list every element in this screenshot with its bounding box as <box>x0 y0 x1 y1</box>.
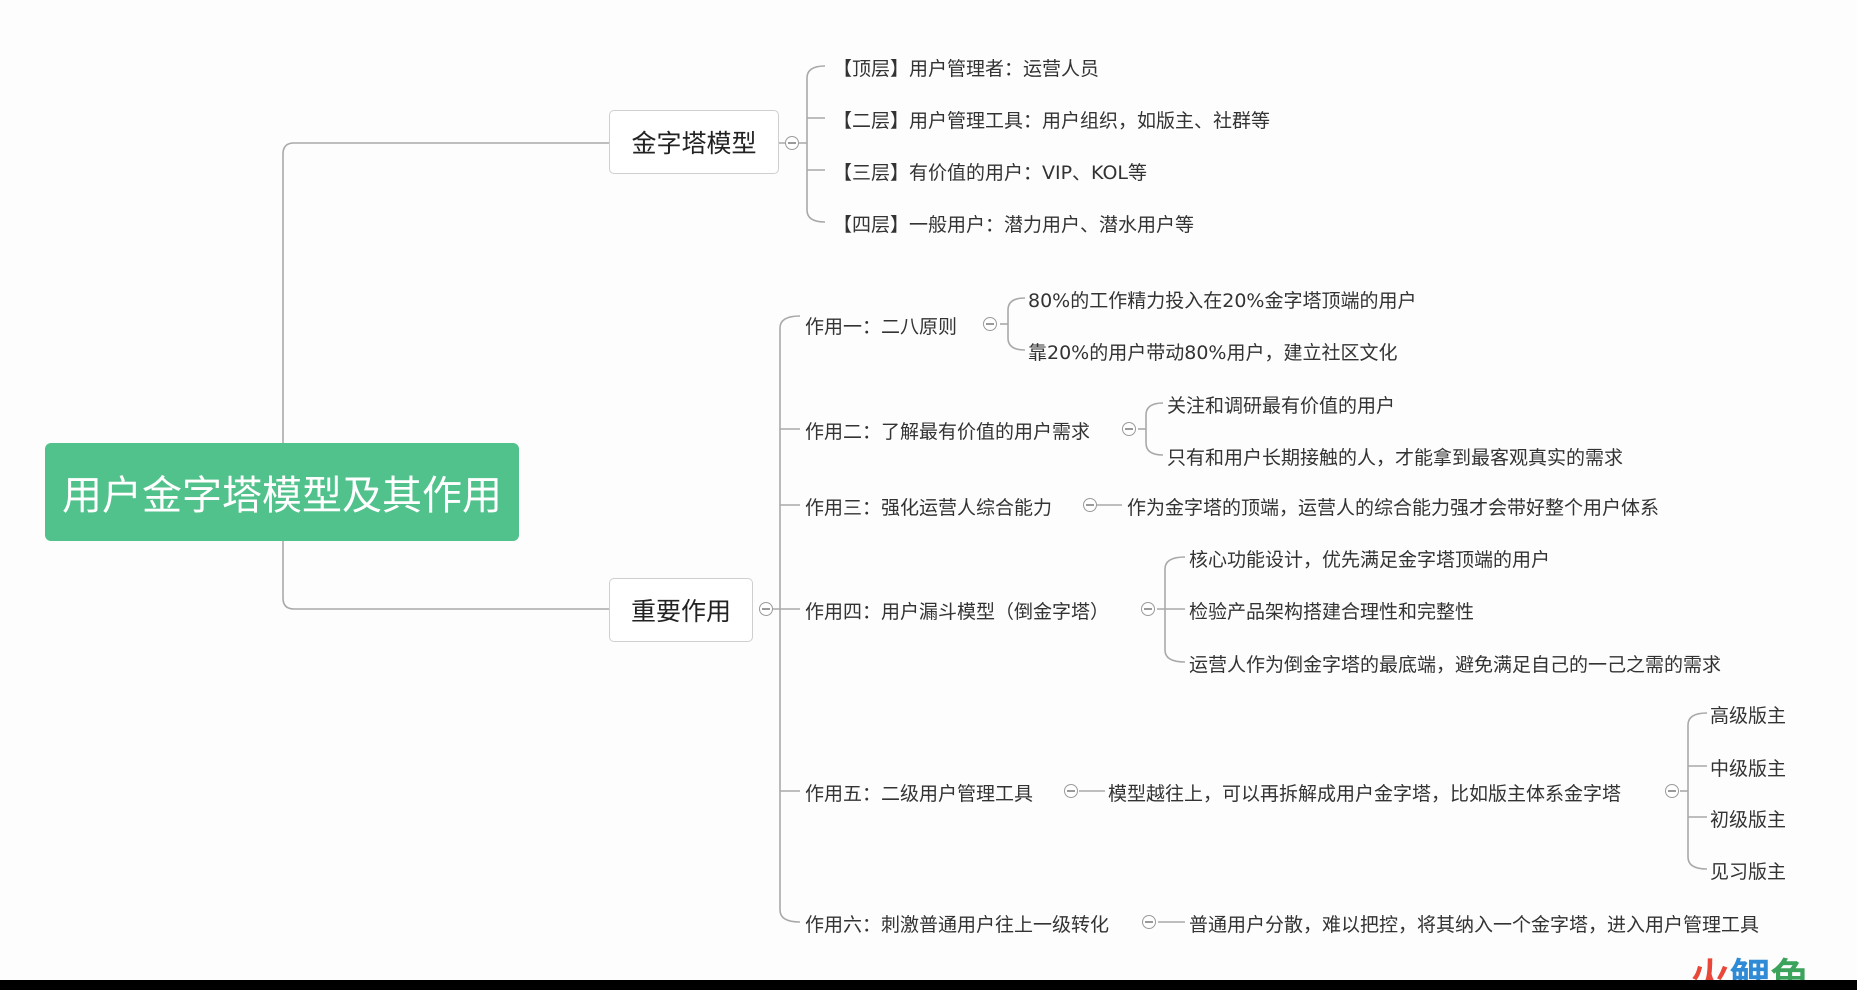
moderator-level-1[interactable]: 高级版主 <box>1710 705 1787 727</box>
collapse-icon[interactable] <box>759 602 773 616</box>
role-4-detail-1[interactable]: 核心功能设计，优先满足金字塔顶端的用户 <box>1189 549 1551 571</box>
role-2[interactable]: 作用二：了解最有价值的用户需求 <box>805 421 1091 443</box>
branch-important-roles[interactable]: 重要作用 <box>609 578 753 642</box>
moderator-level-2[interactable]: 中级版主 <box>1710 758 1787 780</box>
pyramid-layer-1[interactable]: 【顶层】用户管理者：运营人员 <box>833 58 1100 80</box>
watermark-char-1: 火 <box>1690 956 1730 980</box>
moderator-level-3[interactable]: 初级版主 <box>1710 809 1787 831</box>
edge-roles-bracket <box>779 315 801 923</box>
watermark-char-2: 鲤 <box>1730 956 1770 980</box>
pyramid-layer-4[interactable]: 【四层】一般用户：潜力用户、潜水用户等 <box>833 214 1195 236</box>
role-4-detail-3[interactable]: 运营人作为倒金字塔的最底端，避免满足自己的一己之需的需求 <box>1189 654 1722 676</box>
collapse-icon[interactable] <box>1122 422 1136 436</box>
role-3[interactable]: 作用三：强化运营人综合能力 <box>805 497 1053 519</box>
role-2-detail-2[interactable]: 只有和用户长期接触的人，才能拿到最客观真实的需求 <box>1167 447 1624 469</box>
role-3-detail-1[interactable]: 作为金字塔的顶端，运营人的综合能力强才会带好整个用户体系 <box>1127 497 1660 519</box>
edge-central-pyramid <box>282 142 610 443</box>
role-6[interactable]: 作用六：刺激普通用户往上一级转化 <box>805 914 1110 936</box>
role-5[interactable]: 作用五：二级用户管理工具 <box>805 783 1034 805</box>
collapse-icon[interactable] <box>1141 602 1155 616</box>
moderator-level-4[interactable]: 见习版主 <box>1710 861 1787 883</box>
collapse-icon[interactable] <box>1083 498 1097 512</box>
collapse-icon[interactable] <box>1665 784 1679 798</box>
collapse-icon[interactable] <box>1142 915 1156 929</box>
central-topic[interactable]: 用户金字塔模型及其作用 <box>45 443 519 541</box>
collapse-icon[interactable] <box>983 317 997 331</box>
role-1[interactable]: 作用一：二八原则 <box>805 316 958 338</box>
watermark-logo: 火鲤鱼 <box>1690 946 1810 980</box>
pyramid-layer-2[interactable]: 【二层】用户管理工具：用户组织，如版主、社群等 <box>833 110 1271 132</box>
edge-pyramid-bracket <box>806 65 826 223</box>
role-2-detail-1[interactable]: 关注和调研最有价值的用户 <box>1167 395 1396 417</box>
collapse-icon[interactable] <box>785 136 799 150</box>
role-1-detail-1[interactable]: 80%的工作精力投入在20%金字塔顶端的用户 <box>1028 290 1417 312</box>
role-5-detail[interactable]: 模型越往上，可以再拆解成用户金字塔，比如版主体系金字塔 <box>1108 783 1622 805</box>
pyramid-layer-3[interactable]: 【三层】有价值的用户：VIP、KOL等 <box>833 162 1148 184</box>
branch-pyramid-model[interactable]: 金字塔模型 <box>609 110 779 174</box>
role-1-detail-2[interactable]: 靠20%的用户带动80%用户，建立社区文化 <box>1028 342 1398 364</box>
watermark-char-3: 鱼 <box>1770 956 1810 980</box>
collapse-icon[interactable] <box>1064 784 1078 798</box>
role-4-detail-2[interactable]: 检验产品架构搭建合理性和完整性 <box>1189 601 1475 623</box>
role-6-detail[interactable]: 普通用户分散，难以把控，将其纳入一个金字塔，进入用户管理工具 <box>1189 914 1760 936</box>
role-4[interactable]: 作用四：用户漏斗模型（倒金字塔） <box>805 601 1110 623</box>
edge-central-roles <box>282 541 610 610</box>
